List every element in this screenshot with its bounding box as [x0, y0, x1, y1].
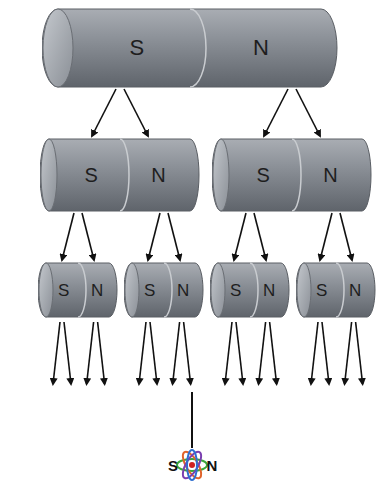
magnet-cylinder	[124, 262, 204, 318]
pole-label: S	[168, 458, 178, 473]
pole-letter: S	[85, 165, 98, 185]
split-arrow	[320, 213, 352, 260]
magnet-bar: SN	[40, 138, 200, 212]
magnet-cylinder	[296, 262, 376, 318]
pole-letter: N	[253, 37, 269, 59]
arrow	[53, 322, 60, 384]
magnet-cylinder	[40, 138, 200, 212]
split-arrow	[264, 89, 320, 136]
pole-letter: S	[58, 282, 69, 299]
arrow	[322, 322, 329, 384]
arrow-line	[234, 213, 246, 260]
arrow	[150, 322, 157, 384]
pole-letter: N	[263, 282, 275, 299]
pole-letter: S	[144, 282, 155, 299]
magnet-bar: SN	[124, 262, 204, 318]
pole-label: N	[207, 458, 218, 473]
arrow	[184, 322, 191, 384]
arrow-line	[62, 213, 74, 260]
magnet-cylinder	[212, 138, 372, 212]
pole-letter: N	[177, 282, 189, 299]
arrow-line	[124, 89, 148, 136]
magnet-cylinder	[42, 8, 338, 88]
pole-letter: S	[129, 37, 144, 59]
pole-letter: N	[151, 165, 165, 185]
arrow	[311, 322, 318, 384]
magnet-bar: SN	[296, 262, 376, 318]
arrow-line	[296, 89, 320, 136]
arrow	[64, 322, 71, 384]
arrow	[225, 322, 232, 384]
split-arrow	[92, 89, 148, 136]
pole-letter: S	[257, 165, 270, 185]
pole-letter: N	[349, 282, 361, 299]
leader-line	[191, 392, 193, 448]
arrow	[345, 322, 352, 384]
pole-letter: N	[323, 165, 337, 185]
magnet-bar: SN	[42, 8, 338, 88]
arrow-line	[340, 213, 352, 260]
arrow-line	[254, 213, 266, 260]
arrow	[270, 322, 277, 384]
arrow-set	[53, 322, 363, 384]
pole-letter: N	[91, 282, 103, 299]
split-arrow	[62, 213, 94, 260]
magnet-cylinder	[38, 262, 118, 318]
magnet-bar: SN	[38, 262, 118, 318]
arrow	[356, 322, 363, 384]
arrow	[236, 322, 243, 384]
arrow-line	[264, 89, 288, 136]
magnet-bar: SN	[210, 262, 290, 318]
pole-letter: S	[316, 282, 327, 299]
arrow-line	[320, 213, 332, 260]
magnet-cylinder	[210, 262, 290, 318]
arrow-line	[82, 213, 94, 260]
arrow	[173, 322, 180, 384]
atom-symbol	[177, 449, 207, 481]
split-arrow	[148, 213, 180, 260]
arrow-line	[148, 213, 160, 260]
arrow	[87, 322, 94, 384]
arrow	[139, 322, 146, 384]
arrow-line	[92, 89, 116, 136]
pole-letter: S	[230, 282, 241, 299]
arrow	[259, 322, 266, 384]
magnet-bar: SN	[212, 138, 372, 212]
arrow-line	[168, 213, 180, 260]
arrow	[98, 322, 105, 384]
split-arrow	[234, 213, 266, 260]
